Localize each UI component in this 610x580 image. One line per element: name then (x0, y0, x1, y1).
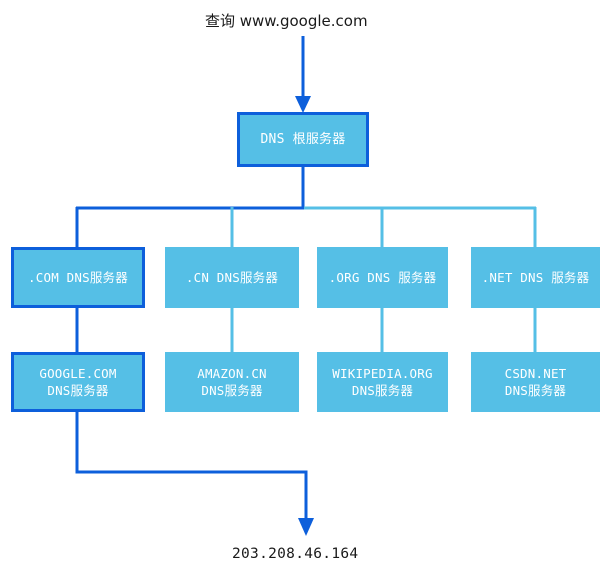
node-tld-org[interactable]: .ORG DNS 服务器 (317, 247, 448, 308)
node-authoritative-wikipedia-org[interactable]: WIKIPEDIA.ORG DNS服务器 (317, 352, 448, 412)
query-label: 查询 www.google.com (205, 12, 368, 30)
node-tld-cn[interactable]: .CN DNS服务器 (165, 247, 299, 308)
node-authoritative-amazon-cn[interactable]: AMAZON.CN DNS服务器 (165, 352, 299, 412)
resolved-ip-label: 203.208.46.164 (232, 546, 359, 562)
query-arrow (295, 36, 311, 113)
node-tld-com[interactable]: .COM DNS服务器 (11, 247, 145, 308)
node-tld-net[interactable]: .NET DNS 服务器 (471, 247, 600, 308)
node-authoritative-csdn-net[interactable]: CSDN.NET DNS服务器 (471, 352, 600, 412)
node-authoritative-google-com[interactable]: GOOGLE.COM DNS服务器 (11, 352, 145, 412)
node-dns-root-server[interactable]: DNS 根服务器 (237, 112, 369, 167)
answer-path-arrow (75, 412, 314, 536)
